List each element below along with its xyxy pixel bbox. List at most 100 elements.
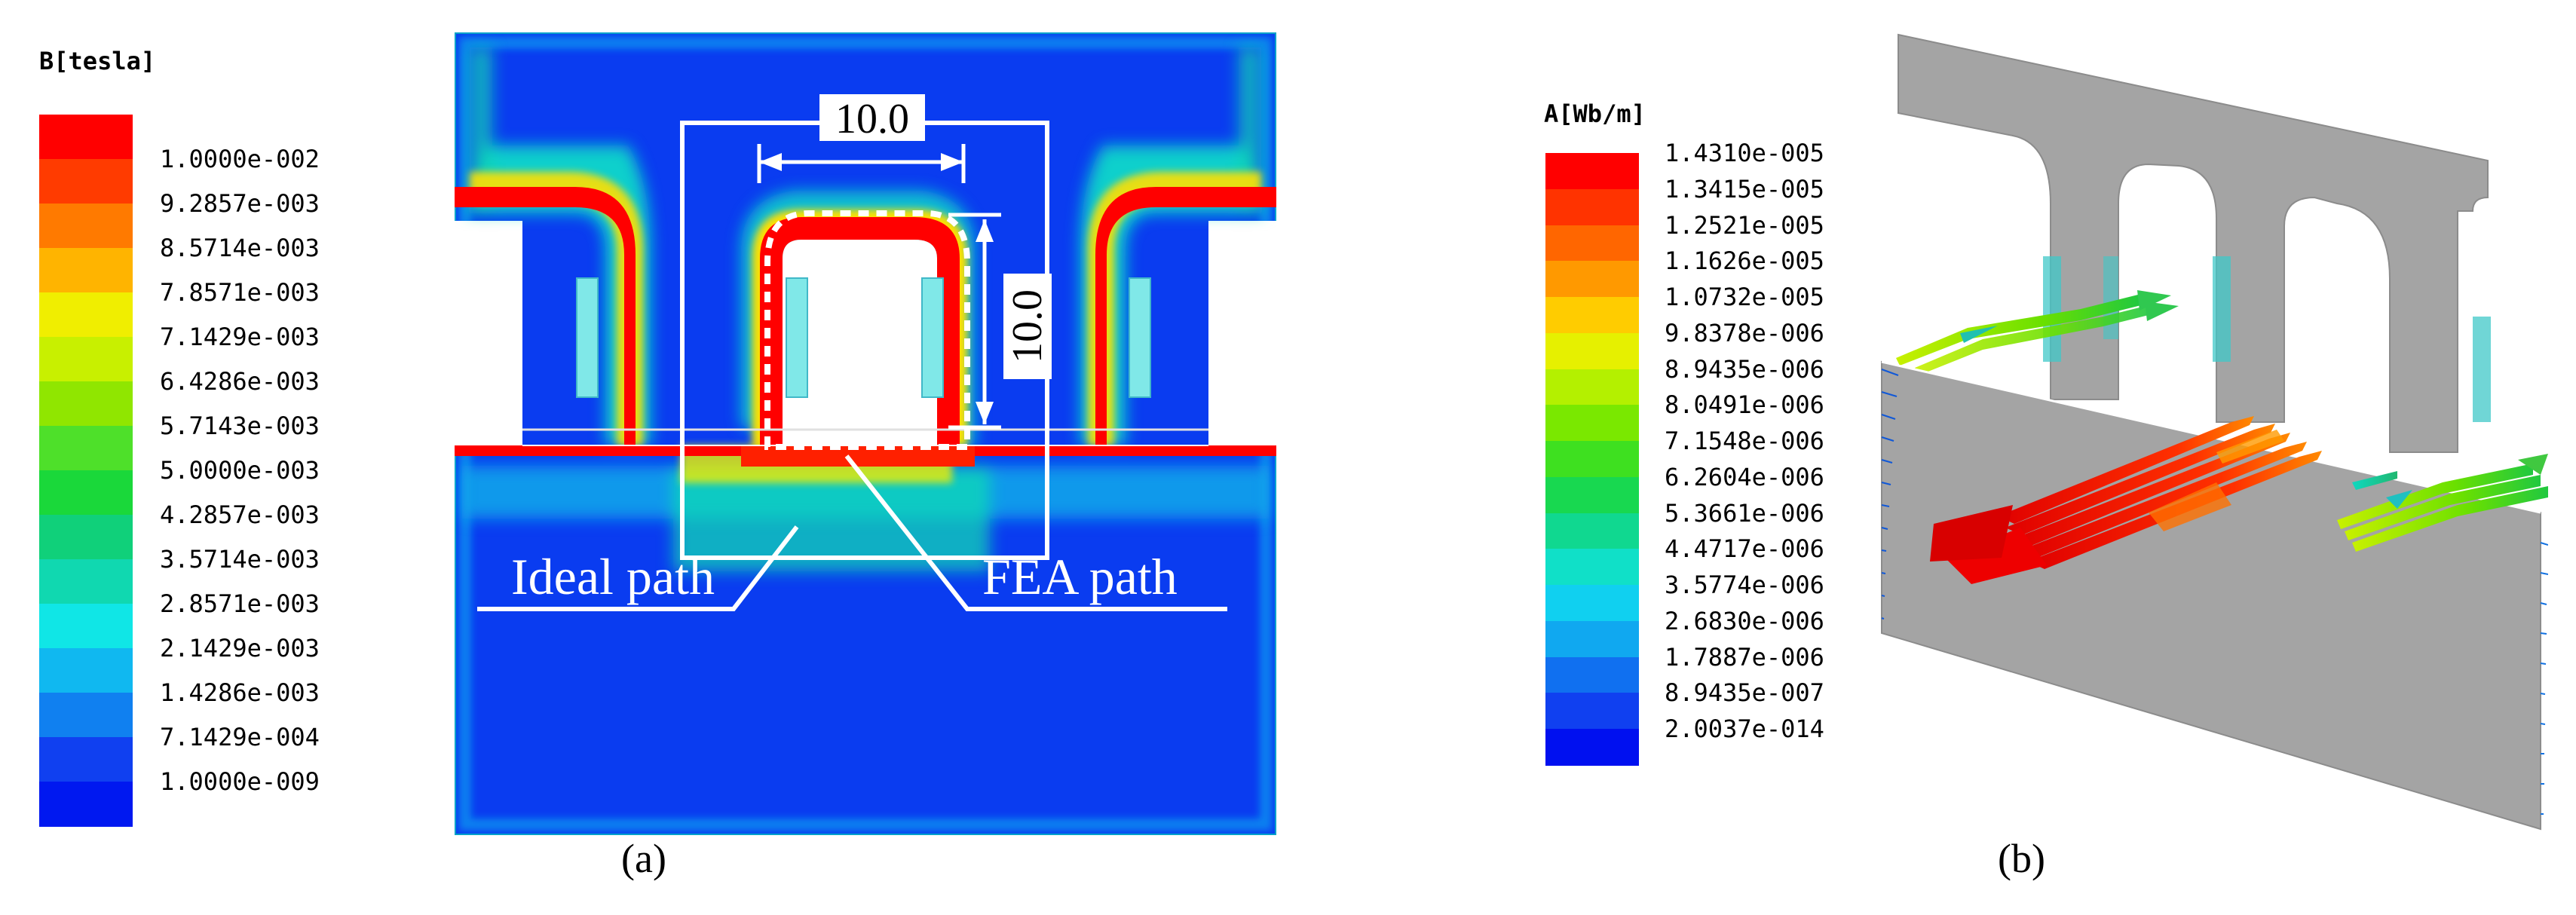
air-gap-left	[455, 221, 522, 456]
arrows-upper-left	[1896, 290, 2179, 375]
colorbar-tick-label: 5.3661e-006	[1665, 498, 1824, 528]
colorbar-tick-label: 2.6830e-006	[1665, 606, 1824, 635]
colorbar-cell	[39, 782, 133, 827]
colorbar-cell	[1545, 693, 1639, 730]
colorbar-tick-label: 6.2604e-006	[1665, 462, 1824, 491]
colorbar-cell	[1545, 297, 1639, 334]
colorbar-tick-label: 8.0491e-006	[1665, 390, 1824, 420]
colorbar-tick-label: 4.2857e-003	[160, 500, 320, 529]
center-slot-edge	[760, 217, 960, 445]
colorbar-tick-label: 8.9435e-006	[1665, 354, 1824, 384]
colorbar-tick-label: 3.5714e-003	[160, 545, 320, 574]
fea-path-label: FEA path	[982, 548, 1178, 605]
colorbar-cell	[39, 292, 133, 338]
colorbar-tick-label: 8.5714e-003	[160, 234, 320, 262]
arrow-cyan-small	[2352, 471, 2397, 490]
arrows-right-green	[2337, 454, 2548, 552]
coil-b-1	[2043, 256, 2061, 362]
fea-path-leader	[844, 454, 1227, 611]
colorbar-tick-label: 8.9435e-007	[1665, 678, 1824, 708]
coil-b-3	[2473, 317, 2491, 422]
ideal-path-label: Ideal path	[511, 548, 715, 605]
colorbar-cell	[1545, 513, 1639, 550]
colorbar-cell	[39, 470, 133, 516]
colorbar-cell	[39, 604, 133, 649]
legend-b-colorbar	[1545, 153, 1639, 766]
colorbar-cell	[39, 559, 133, 604]
colorbar-tick-label: 7.1429e-004	[160, 723, 320, 751]
colorbar-tick-label: 2.8571e-003	[160, 589, 320, 618]
colorbar-cell	[39, 248, 133, 293]
colorbar-cell	[1545, 188, 1639, 226]
fea-path	[764, 210, 970, 450]
colorbar-tick-label: 4.4717e-006	[1665, 534, 1824, 564]
coil-4	[1129, 277, 1151, 398]
air-gap-right	[1208, 221, 1276, 456]
colorbar-cell	[39, 737, 133, 782]
colorbar-tick-label: 7.8571e-003	[160, 278, 320, 307]
colorbar-tick-label: 1.7887e-006	[1665, 642, 1824, 672]
colorbar-tick-label: 9.8378e-006	[1665, 318, 1824, 347]
colorbar-cell	[39, 693, 133, 738]
colorbar-tick-label: 5.0000e-003	[160, 456, 320, 485]
dim-horizontal-label: 10.0	[835, 96, 909, 142]
legend-b-title: A[Wb/m]	[1544, 99, 1646, 128]
colorbar-cell	[39, 515, 133, 560]
legend-a-title: B[tesla]	[39, 47, 156, 75]
panel-a-field-plot: 10.0 10.0 Ideal path FEA path	[455, 32, 1276, 835]
colorbar-tick-label: 9.2857e-003	[160, 189, 320, 218]
colorbar-cell	[1545, 476, 1639, 514]
colorbar-cell	[1545, 656, 1639, 694]
ideal-path-leader	[477, 525, 799, 611]
colorbar-tick-label: 1.4310e-005	[1665, 139, 1824, 167]
colorbar-cell	[39, 381, 133, 427]
dim-horizontal-box	[819, 94, 925, 141]
colorbar-tick-label: 6.4286e-003	[160, 367, 320, 396]
coil-b-4	[2103, 256, 2118, 339]
colorbar-tick-label: 1.3415e-005	[1665, 174, 1824, 204]
colorbar-tick-label: 1.0000e-009	[160, 767, 320, 796]
colorbar-tick-label: 7.1429e-003	[160, 323, 320, 351]
colorbar-cell	[1545, 549, 1639, 586]
coil-3	[921, 277, 944, 398]
colorbar-tick-label: 1.1626e-005	[1665, 246, 1824, 276]
coil-b-2	[2213, 256, 2231, 362]
colorbar-cell	[39, 426, 133, 471]
colorbar-tick-label: 2.1429e-003	[160, 634, 320, 663]
right-tooth-edge	[1095, 187, 1276, 445]
colorbar-tick-label: 3.5774e-006	[1665, 571, 1824, 600]
caption-b: (b)	[1998, 836, 2045, 881]
coil-1	[576, 277, 599, 398]
dim-vertical-label: 10.0	[1004, 289, 1051, 363]
colorbar-cell	[1545, 585, 1639, 622]
colorbar-cell	[1545, 261, 1639, 298]
colorbar-cell	[1545, 729, 1639, 766]
colorbar-cell	[39, 204, 133, 249]
colorbar-tick-label: 1.0000e-002	[160, 145, 320, 173]
colorbar-cell	[39, 159, 133, 204]
colorbar-cell	[1545, 225, 1639, 262]
colorbar-cell	[39, 648, 133, 693]
arrows-center-hot	[1930, 416, 2322, 584]
colorbar-tick-label: 1.4286e-003	[160, 678, 320, 707]
colorbar-tick-label: 2.0037e-014	[1665, 715, 1824, 744]
dim-vertical-box	[1003, 274, 1052, 379]
colorbar-tick-label: 7.1548e-006	[1665, 427, 1824, 456]
arrows-left-edge	[1881, 369, 1899, 620]
panel-b-3d-model	[1881, 33, 2548, 831]
coil-2	[786, 277, 808, 398]
colorbar-cell	[39, 115, 133, 160]
left-tooth-edge	[455, 187, 636, 445]
colorbar-cell	[1545, 620, 1639, 658]
caption-a: (a)	[621, 836, 666, 881]
colorbar-cell	[1545, 332, 1639, 370]
colorbar-tick-label: 5.7143e-003	[160, 412, 320, 440]
colorbar-cell	[1545, 153, 1639, 190]
colorbar-cell	[1545, 441, 1639, 478]
colorbar-tick-label: 1.2521e-005	[1665, 210, 1824, 240]
arrows-right-edge	[2540, 542, 2548, 815]
legend-a-colorbar	[39, 115, 133, 827]
colorbar-cell	[39, 337, 133, 382]
colorbar-cell	[1545, 369, 1639, 406]
colorbar-cell	[1545, 405, 1639, 442]
